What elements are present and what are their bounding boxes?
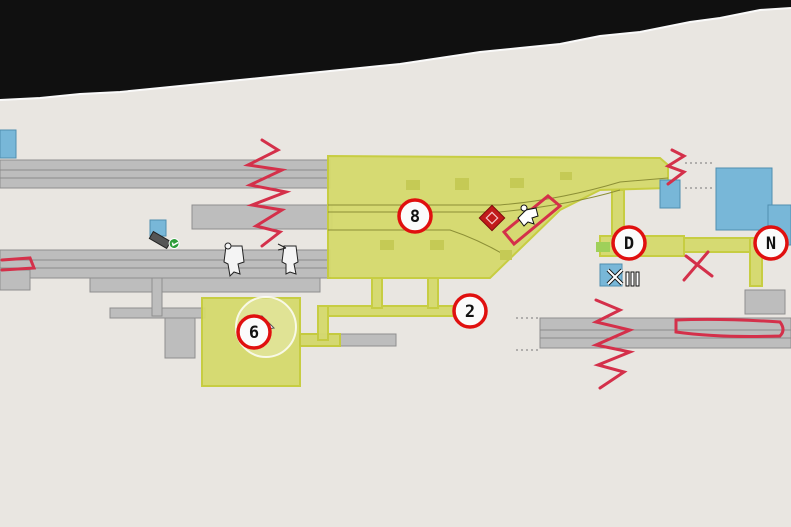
hall-crates bbox=[380, 172, 572, 260]
left-middle-track bbox=[191, 204, 333, 230]
survivor-icon bbox=[517, 204, 539, 227]
infected-icon bbox=[223, 242, 245, 278]
blue-room-w bbox=[0, 129, 17, 159]
east-block bbox=[744, 289, 786, 315]
marker-6-label: 6 bbox=[249, 323, 259, 343]
left-lower-track bbox=[0, 249, 331, 279]
marker-2[interactable]: 2 bbox=[452, 293, 488, 329]
scribble-east bbox=[591, 298, 636, 390]
green-room bbox=[596, 242, 610, 252]
scribble-west bbox=[243, 138, 292, 248]
scribble-left-edge bbox=[0, 256, 37, 272]
torn-top-edge bbox=[0, 0, 791, 100]
west-corridor-vertical bbox=[151, 277, 163, 317]
marker-8[interactable]: 8 bbox=[397, 198, 433, 234]
blocked-scribbles bbox=[0, 138, 785, 390]
marker-2-label: 2 bbox=[465, 302, 475, 322]
east-track bbox=[539, 317, 791, 349]
scribble-hall-box bbox=[501, 194, 563, 247]
connector-a bbox=[371, 277, 383, 309]
marker-6[interactable]: 6 bbox=[236, 314, 272, 350]
connector-b bbox=[427, 277, 439, 309]
marker-8-label: 8 bbox=[410, 207, 420, 227]
marker-d[interactable]: D bbox=[611, 225, 647, 261]
marker-n-label: N bbox=[766, 234, 776, 254]
left-upper-track bbox=[0, 159, 331, 189]
cross-mark bbox=[682, 250, 714, 282]
blue-room-ne bbox=[715, 167, 773, 231]
marker-n[interactable]: N bbox=[753, 225, 789, 261]
left-stub bbox=[0, 269, 31, 291]
fuse-box-icon[interactable] bbox=[148, 227, 181, 253]
marker-d-label: D bbox=[624, 234, 634, 254]
survivor-icon-2 bbox=[277, 243, 299, 275]
scribble-ne bbox=[664, 148, 688, 186]
torn-top-edge-highlight bbox=[0, 7, 791, 101]
scribble-east-track bbox=[674, 317, 785, 338]
objective-diamond-icon[interactable] bbox=[478, 204, 506, 232]
repair-tools-icon[interactable] bbox=[606, 268, 640, 287]
blue-room-small bbox=[659, 179, 681, 209]
connector-c bbox=[317, 305, 329, 341]
west-loop bbox=[164, 317, 196, 359]
left-lower-platform bbox=[89, 277, 321, 293]
